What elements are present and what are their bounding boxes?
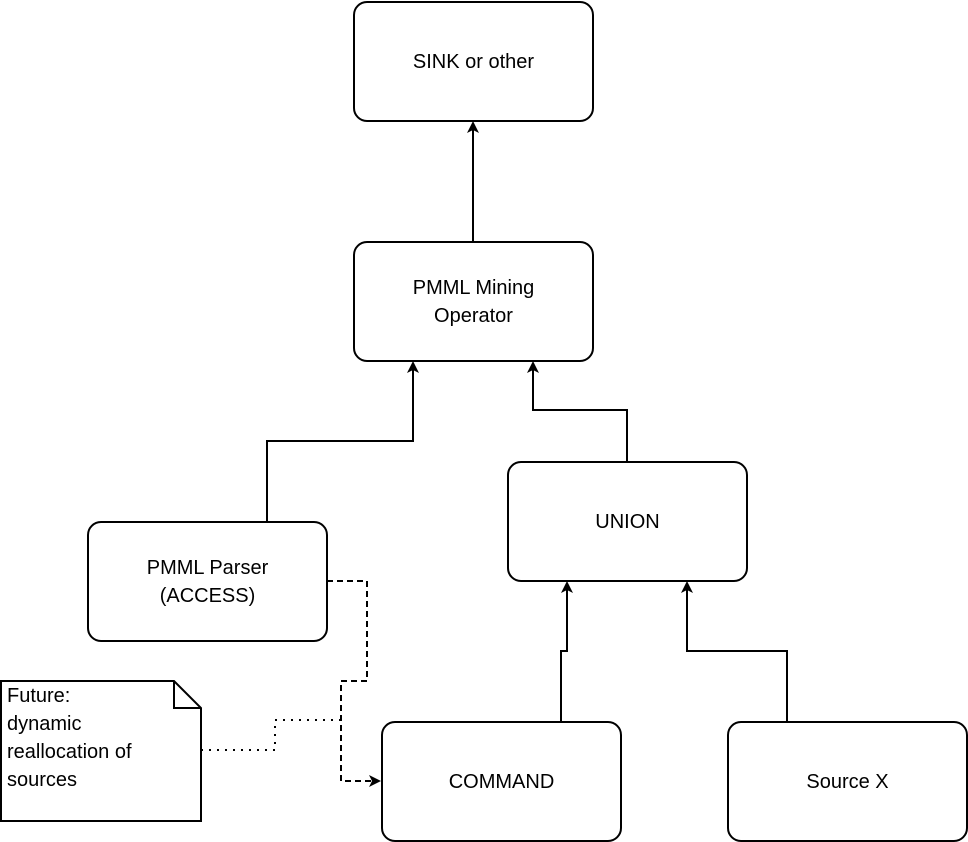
node-sink[interactable]: SINK or other bbox=[353, 1, 594, 122]
node-source-x[interactable]: Source X bbox=[727, 721, 968, 842]
note-future-text: Future: dynamic reallocation of sources bbox=[7, 685, 132, 791]
node-pmml-parser[interactable]: PMML Parser (ACCESS) bbox=[87, 521, 328, 642]
node-command[interactable]: COMMAND bbox=[381, 721, 622, 842]
node-union[interactable]: UNION bbox=[507, 461, 748, 582]
edge-sourcex-to-union bbox=[681, 581, 788, 721]
node-sink-label: SINK or other bbox=[412, 50, 535, 73]
edge-note-dotted bbox=[201, 719, 341, 751]
edge-union-to-mining bbox=[527, 361, 628, 461]
edge-command-to-union bbox=[560, 581, 573, 721]
note-fold-icon bbox=[173, 681, 201, 709]
note-shape bbox=[0, 680, 202, 822]
node-pmml-mining-operator[interactable]: PMML Mining Operator bbox=[353, 241, 594, 362]
edge-parser-to-mining bbox=[266, 361, 419, 521]
node-source-x-label: Source X bbox=[806, 770, 889, 793]
node-command-label: COMMAND bbox=[448, 770, 555, 793]
node-union-label: UNION bbox=[595, 510, 660, 533]
node-mining-label: PMML Mining Operator bbox=[412, 276, 535, 327]
node-parser-label: PMML Parser (ACCESS) bbox=[146, 556, 269, 607]
edge-parser-to-command-dashed bbox=[327, 580, 381, 787]
